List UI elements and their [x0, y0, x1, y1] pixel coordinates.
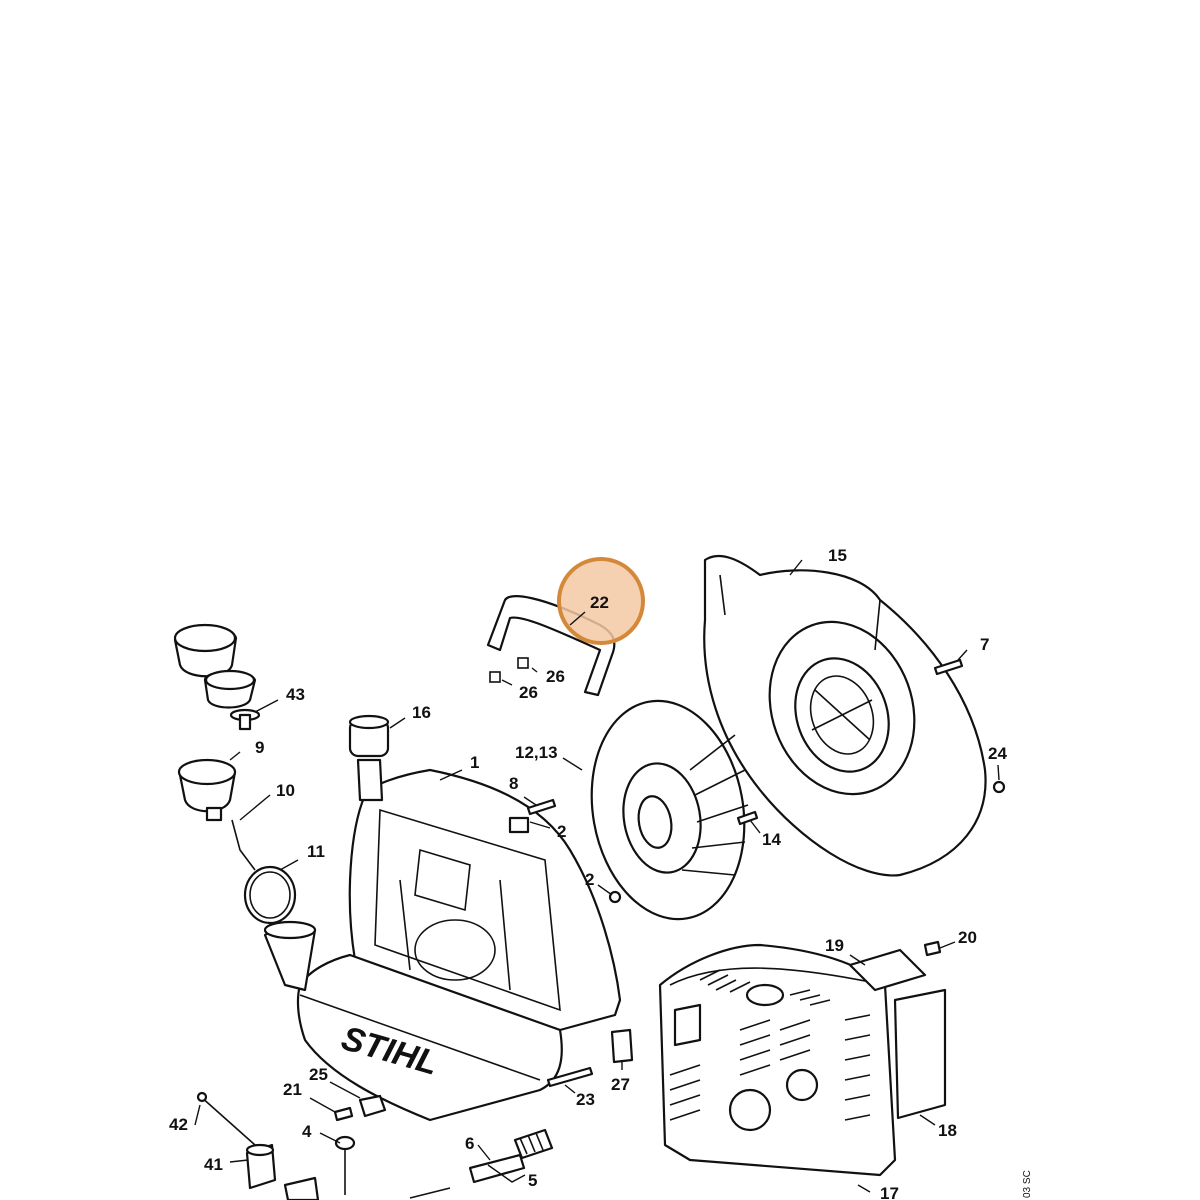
callout-1[interactable]: 1 [470, 753, 479, 772]
reference-code: 03 SC [1022, 1170, 1033, 1198]
part-7-screw[interactable] [933, 658, 964, 676]
part-27-bracket[interactable] [610, 1028, 634, 1064]
part-18-filter[interactable] [893, 988, 947, 1120]
part-24-nut[interactable] [992, 780, 1006, 794]
callout-22[interactable]: 22 [590, 593, 609, 612]
part-5-spring[interactable] [513, 1128, 554, 1160]
callout-10[interactable]: 10 [276, 781, 295, 800]
part-14-screw[interactable] [736, 810, 759, 826]
part-43-vent[interactable] [229, 708, 261, 731]
callout-26-a[interactable]: 26 [546, 667, 565, 686]
callout-16[interactable]: 16 [412, 703, 431, 722]
highlight-part-22[interactable] [557, 557, 645, 645]
cap-upper[interactable] [173, 623, 238, 678]
cap-middle[interactable] [203, 669, 257, 709]
callout-7[interactable]: 7 [980, 635, 989, 654]
callout-4[interactable]: 4 [302, 1122, 312, 1141]
part-8-screw[interactable] [526, 798, 557, 816]
callout-9[interactable]: 9 [255, 738, 264, 757]
callout-25[interactable]: 25 [309, 1065, 328, 1084]
part-6-fitting[interactable] [468, 1153, 526, 1184]
bottom-part-fragment [283, 1176, 451, 1200]
part-15-blower-cover[interactable] [703, 555, 987, 877]
callout-21[interactable]: 21 [283, 1080, 302, 1099]
callout-6[interactable]: 6 [465, 1134, 474, 1153]
part-26-plug-b[interactable] [489, 671, 501, 683]
part-20-plug[interactable] [923, 940, 942, 957]
callout-19[interactable]: 19 [825, 936, 844, 955]
callout-42[interactable]: 42 [169, 1115, 188, 1134]
callout-11[interactable]: 11 [307, 842, 325, 861]
callout-8[interactable]: 8 [509, 774, 518, 793]
tank-neck-tube [263, 920, 317, 992]
intake-pipe [356, 758, 384, 802]
fuel-tank[interactable]: STIHL [296, 953, 563, 1122]
leader-lines [194, 559, 1000, 1193]
callout-20[interactable]: 20 [958, 928, 977, 947]
part-2-sleeve-a[interactable] [508, 816, 530, 834]
callout-17[interactable]: 17 [880, 1184, 899, 1200]
engine-shroud[interactable] [658, 943, 897, 1177]
part-2-sleeve-b[interactable] [608, 890, 622, 904]
callout-24[interactable]: 24 [988, 744, 1007, 763]
part-42-rod[interactable] [196, 1091, 256, 1146]
part-21-screw[interactable] [333, 1106, 354, 1122]
callout-41[interactable]: 41 [204, 1155, 223, 1174]
part-23-screw[interactable] [546, 1066, 594, 1088]
callout-27[interactable]: 27 [611, 1075, 630, 1094]
callout-15[interactable]: 15 [828, 546, 847, 565]
part-41-fitting[interactable] [245, 1143, 277, 1190]
callout-2-b[interactable]: 2 [585, 870, 594, 889]
part-12-13-fan-wheel[interactable] [575, 689, 761, 932]
part-19-pad[interactable] [848, 948, 927, 992]
part-26-plug-a[interactable] [517, 657, 529, 669]
callout-5[interactable]: 5 [528, 1171, 537, 1190]
part-25-clip[interactable] [358, 1094, 387, 1118]
callout-18[interactable]: 18 [938, 1121, 957, 1140]
part-1-fan-housing[interactable] [348, 768, 622, 1032]
callout-12-13[interactable]: 12,13 [515, 743, 558, 762]
callout-2-a[interactable]: 2 [557, 822, 566, 841]
part-4-grommet[interactable] [334, 1135, 356, 1195]
part-11-o-ring[interactable] [243, 865, 297, 925]
callout-43[interactable]: 43 [286, 685, 305, 704]
callout-14[interactable]: 14 [762, 830, 781, 849]
callout-23[interactable]: 23 [576, 1090, 595, 1109]
part-9-tank-cap[interactable] [177, 758, 237, 822]
callout-26-b[interactable]: 26 [519, 683, 538, 702]
part-10-strainer-line[interactable] [231, 819, 256, 871]
part-16-cap[interactable] [348, 714, 390, 758]
